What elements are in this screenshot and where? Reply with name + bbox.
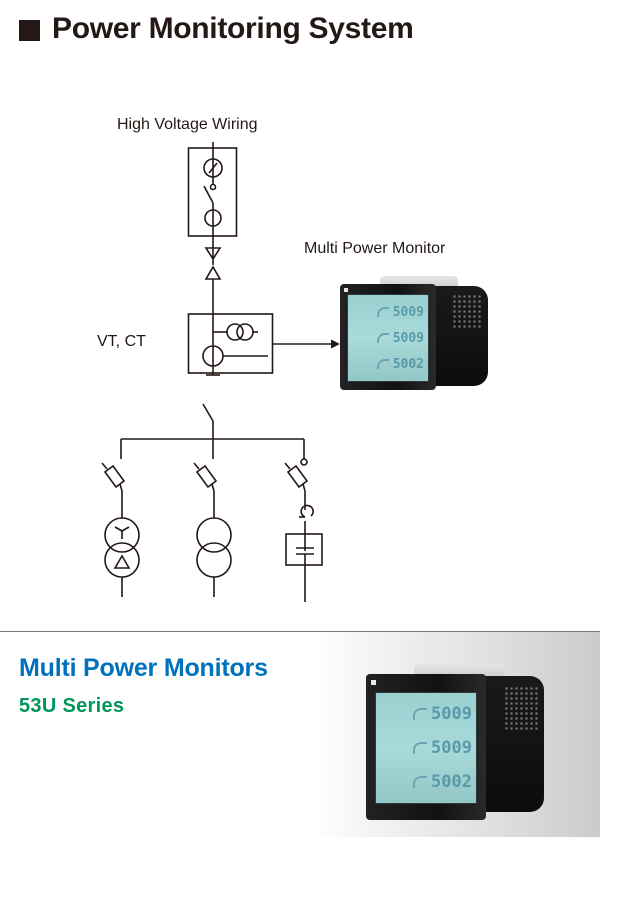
arc-icon: [376, 359, 389, 369]
fuse-icon: [284, 462, 309, 510]
device-vent: [504, 686, 538, 732]
display-value: 5009: [431, 738, 472, 758]
fuse-icon: [101, 462, 126, 518]
arc-icon: [413, 708, 428, 720]
wye-delta-transformer-icon: [104, 517, 140, 597]
display-value: 5009: [431, 704, 472, 724]
product-image: 5009 5009 5002: [366, 664, 546, 820]
arc-icon: [376, 333, 389, 343]
switch-contact-icon: [300, 458, 308, 466]
meter-icon: [203, 158, 223, 178]
fuse-icon: [193, 462, 218, 518]
signal-arrow: [272, 339, 340, 349]
switch-contact-icon: [209, 183, 217, 191]
device-screen: 5009 5009 5002: [375, 692, 477, 804]
multi-power-monitor-label: Multi Power Monitor: [304, 240, 446, 257]
device-vent: [452, 294, 482, 330]
vt-ct-label: VT, CT: [97, 333, 146, 350]
product-series: 53U Series: [19, 695, 125, 717]
arc-icon: [413, 742, 428, 754]
page-title: Power Monitoring System: [19, 12, 414, 46]
current-transformer-icon: [202, 345, 268, 367]
product-title: Multi Power Monitors: [19, 654, 268, 682]
display-value: 5009: [392, 330, 424, 346]
ct-coil-icon: [204, 209, 222, 227]
display-value: 5002: [431, 772, 472, 792]
display-row: 5009: [380, 704, 472, 724]
disconnect-switch-icon: [203, 185, 214, 265]
display-row: 5009: [380, 738, 472, 758]
arc-icon: [413, 776, 428, 788]
device-indicator: [344, 288, 348, 292]
display-row: 5002: [352, 357, 424, 372]
single-line-diagram: [101, 142, 340, 602]
high-voltage-wiring-label: High Voltage Wiring: [117, 116, 258, 133]
display-row: 5002: [380, 772, 472, 792]
capacitor-icon: [285, 504, 323, 602]
display-row: 5009: [352, 331, 424, 346]
page-title-text: Power Monitoring System: [52, 12, 414, 45]
vt-ct-box: [187, 313, 274, 374]
black-square-icon: [19, 19, 40, 41]
display-value: 5009: [392, 304, 424, 320]
arc-icon: [376, 307, 389, 317]
switch-icon: [202, 403, 214, 439]
device-screen: 5009 5009 5002: [347, 294, 429, 382]
device-indicator: [371, 680, 376, 685]
display-row: 5009: [352, 305, 424, 320]
display-value: 5002: [392, 356, 424, 372]
potential-transformer-icon: [213, 323, 258, 341]
multi-power-monitor-image: 5009 5009 5002: [340, 272, 490, 392]
transformer-icon: [196, 517, 232, 597]
